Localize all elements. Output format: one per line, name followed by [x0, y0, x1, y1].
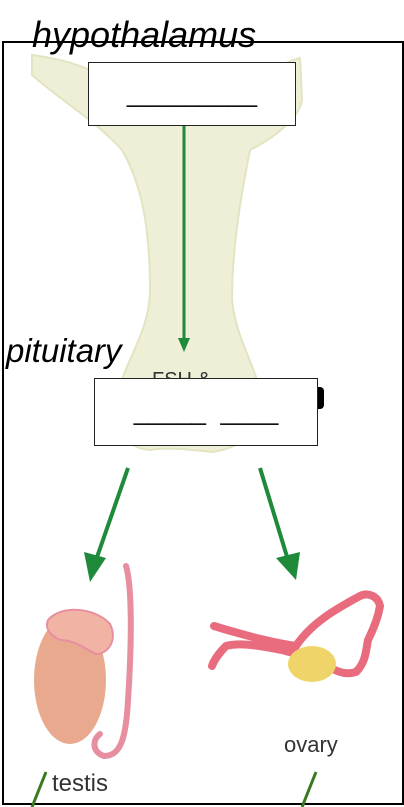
label-testis: testis — [52, 770, 108, 798]
arrow-to-testis — [96, 468, 128, 560]
arrow-to-ovary — [260, 468, 288, 560]
label-ovary: ovary — [284, 732, 338, 758]
label-hypothalamus: hypothalamus — [32, 14, 256, 56]
pointer-line-ovary — [302, 772, 316, 807]
ovary-uterus-illustration — [212, 594, 380, 682]
pointer-line-testis — [32, 772, 46, 807]
hypothalamus-answer-box[interactable]: _________ — [88, 62, 296, 126]
arrow-down-icon — [84, 552, 106, 582]
label-pituitary: pituitary — [6, 332, 122, 370]
pituitary-answer-box[interactable]: _____ ____ — [94, 378, 318, 446]
arrow-down-icon — [276, 552, 300, 580]
testis-illustration — [34, 566, 131, 756]
